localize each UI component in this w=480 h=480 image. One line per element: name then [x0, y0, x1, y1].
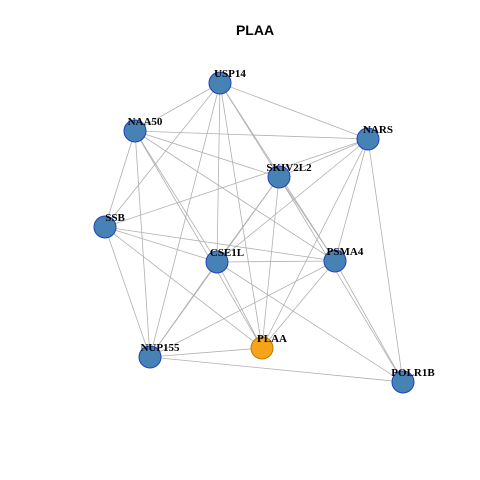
node-ssb [93, 215, 117, 239]
node-usp14 [208, 71, 232, 95]
edge-nup155-polr1b [149, 356, 404, 383]
edge-skiv2l2-polr1b [278, 176, 404, 383]
node-naa50 [123, 119, 147, 143]
node-label-nars: NARS [363, 124, 393, 136]
edge-psma4-plaa [261, 260, 336, 349]
edge-cse1l-plaa [216, 261, 263, 349]
node-label-nup155: NUP155 [140, 342, 180, 354]
edge-naa50-skiv2l2 [134, 130, 280, 178]
edge-usp14-nup155 [149, 82, 221, 358]
edge-naa50-psma4 [134, 130, 336, 262]
node-layer [93, 71, 415, 394]
edge-usp14-nars [219, 82, 369, 140]
edge-naa50-nars [134, 130, 369, 140]
edge-nars-cse1l [216, 138, 369, 263]
edge-nars-plaa [261, 138, 369, 349]
edge-usp14-naa50 [134, 82, 221, 132]
node-label-psma4: PSMA4 [327, 246, 364, 258]
edge-naa50-plaa [134, 130, 263, 349]
node-cse1l [205, 250, 229, 274]
edge-naa50-nup155 [134, 130, 151, 358]
edge-naa50-ssb [104, 130, 136, 228]
node-label-plaa: PLAA [257, 333, 287, 345]
node-label-ssb: SSB [105, 212, 125, 224]
edge-cse1l-polr1b [216, 261, 404, 383]
node-label-usp14: USP14 [214, 68, 246, 80]
edge-ssb-plaa [104, 226, 263, 349]
edge-nars-psma4 [334, 138, 369, 262]
node-nars [356, 127, 380, 151]
edge-usp14-cse1l [216, 82, 221, 263]
edge-ssb-nup155 [104, 226, 151, 358]
node-polr1b [391, 370, 415, 394]
node-label-naa50: NAA50 [128, 116, 163, 128]
node-plaa [250, 336, 274, 360]
edge-psma4-polr1b [334, 260, 404, 383]
node-psma4 [323, 249, 347, 273]
diagram-title: PLAA [236, 22, 274, 38]
edge-nup155-plaa [149, 347, 263, 358]
edge-ssb-cse1l [104, 226, 218, 263]
edge-ssb-psma4 [104, 226, 336, 262]
edge-psma4-nup155 [149, 260, 336, 358]
node-nup155 [138, 345, 162, 369]
edge-nars-polr1b [367, 138, 404, 383]
edge-cse1l-psma4 [216, 260, 336, 263]
edge-usp14-ssb [104, 82, 221, 228]
edge-nars-skiv2l2 [278, 138, 369, 178]
node-label-skiv2l2: SKIV2L2 [266, 162, 312, 174]
node-label-polr1b: POLR1B [391, 367, 435, 379]
edge-usp14-plaa [219, 82, 263, 349]
edge-naa50-cse1l [134, 130, 218, 263]
edge-cse1l-nup155 [149, 261, 218, 358]
edge-skiv2l2-psma4 [278, 176, 336, 262]
node-label-cse1l: CSE1L [210, 247, 244, 259]
node-skiv2l2 [267, 165, 291, 189]
edge-nars-ssb [104, 138, 369, 228]
edge-skiv2l2-plaa [261, 176, 280, 349]
